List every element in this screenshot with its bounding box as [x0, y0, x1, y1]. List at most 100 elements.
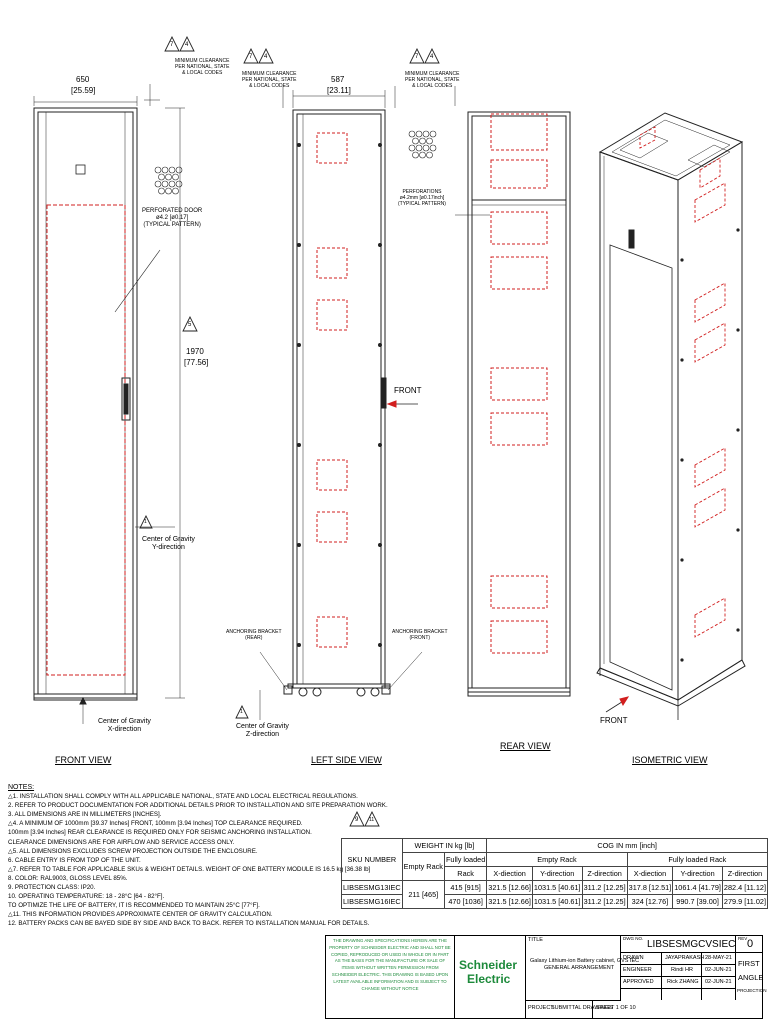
marker-4: 4	[430, 54, 434, 60]
marker-7: 7	[415, 54, 419, 60]
note-line: 6. CABLE ENTRY IS FROM TOP OF THE UNIT.	[8, 856, 141, 864]
cog-y-label: Center of Gravity Y-direction	[142, 536, 195, 552]
dwg-label: DWG NO.	[623, 936, 644, 941]
side-depth-mm: 587	[331, 75, 345, 84]
title-block: THE DRAWING AND SPECIFICATIONS HEREIN AR…	[325, 935, 767, 1019]
th-ez: Z-direction	[581, 866, 628, 881]
title-line-1: Galaxy Lithium-ion Battery cabinet, GVS …	[530, 958, 640, 964]
table-marker-11: 11	[369, 817, 375, 823]
engineer-value: Rindi HR	[671, 967, 694, 973]
th-cog: COG IN mm [inch]	[486, 838, 768, 853]
approved-label: APPROVED	[623, 979, 654, 985]
marker-7: 7	[249, 54, 253, 60]
th-fx: X-diection	[626, 866, 674, 881]
front-perforation-pattern	[154, 166, 183, 195]
th-empty-rack: Empty Rack	[486, 852, 628, 867]
th-full-1: Fully loaded	[443, 852, 488, 867]
front-view	[33, 84, 185, 724]
th-fz: Z-direction	[721, 866, 768, 881]
drawn-value: JAYAPRAKASH	[665, 955, 705, 961]
note-line: △5. ALL DIMENSIONS EXCLUDES SCREW PROJEC…	[8, 847, 258, 855]
cog-z-label: Center of Gravity Z-direction	[236, 723, 289, 739]
bracket-rear-label: ANCHORING BRACKET (REAR)	[226, 629, 282, 641]
drawn-label: DRAWN	[623, 955, 644, 961]
angle-line-3: PROJECTION	[737, 988, 767, 993]
door-note: PERFORATED DOOR ø4.2 [ø0.17] (TYPICAL PA…	[142, 208, 203, 228]
note-line: 2. REFER TO PRODUCT DOCUMENTATION FOR AD…	[8, 802, 388, 810]
front-door-panel-outline	[46, 204, 126, 676]
marker-4: 4	[264, 54, 268, 60]
front-view-title: FRONT VIEW	[55, 755, 112, 765]
iso-vents	[639, 126, 726, 638]
front-height-in: [77.56]	[184, 358, 209, 367]
marker-11: 1	[144, 519, 147, 525]
rear-clearance-note: MINIMUM CLEARANCE PER NATIONAL, STATE & …	[405, 71, 460, 89]
side-depth-in: [23.11]	[327, 86, 351, 95]
engineer-label: ENGINEER	[623, 967, 652, 973]
title-line-2: GENERAL ARRANGEMENT	[544, 965, 615, 971]
rear-perforation-note: PERFORATIONS ø4.2mm [ø0.17inch] (TYPICAL…	[398, 189, 446, 207]
schneider-logo: Schneider Electric	[455, 936, 526, 1018]
front-height-mm: 1970	[186, 347, 204, 356]
cog-x-label: Center of Gravity X-direction	[98, 718, 151, 734]
notes-title: NOTES:	[8, 784, 35, 791]
th-weight: WEIGHT IN kg [lb]	[401, 838, 488, 853]
note-line: 10. OPERATING TEMPERATURE: 18 - 28°C [64…	[8, 893, 165, 901]
note-line: △1. INSTALLATION SHALL COMPLY WITH ALL A…	[8, 793, 358, 801]
note-line: TO OPTIMIZE THE LIFE OF BATTERY, IT IS R…	[8, 902, 260, 910]
marker-5: 5	[188, 322, 192, 328]
note-line: CLEARANCE DIMENSIONS ARE FOR AIRFLOW AND…	[8, 838, 235, 846]
sku-table: SKU NUMBER WEIGHT IN kg [lb] COG IN mm […	[341, 838, 768, 909]
marker-triangles	[139, 35, 440, 827]
rev-number: 0	[747, 938, 754, 950]
isometric-view	[596, 112, 746, 720]
project-value: SUBMITTAL DRAWINGS	[551, 1005, 613, 1011]
front-door-handle	[121, 377, 131, 421]
rev-label: REV	[738, 936, 748, 941]
table-row: LIBSESMG16IEC 470 [1036] 321.5 [12.66] 1…	[341, 894, 768, 909]
dwg-number: LIBSESMGCVSIEC	[647, 939, 736, 950]
th-fy: Y-direction	[672, 866, 723, 881]
angle-line-1: FIRST	[738, 959, 760, 968]
th-sku: SKU NUMBER	[341, 838, 403, 881]
th-ey: Y-direction	[531, 866, 583, 881]
marker-7: 7	[170, 42, 174, 48]
angle-line-2: ANGLE	[738, 973, 764, 982]
rear-perforation-pattern	[408, 130, 437, 159]
note-line: △4. A MINIMUM OF 1000mm [39.37 Inches] F…	[8, 820, 303, 828]
drawn-date: 28-MAY-21	[705, 955, 732, 961]
marker-4: 4	[185, 42, 189, 48]
sheet-value: SHEET 1 OF 10	[596, 1005, 636, 1011]
rear-view	[408, 86, 571, 697]
note-line: △7. REFER TO TABLE FOR APPLICABLE SKUs &…	[8, 865, 371, 873]
front-clearance-note: MINIMUM CLEARANCE PER NATIONAL, STATE & …	[175, 58, 230, 76]
iso-front-label: FRONT	[600, 716, 628, 725]
side-view-title: LEFT SIDE VIEW	[311, 755, 382, 765]
marker-11: 1	[240, 709, 243, 715]
front-width-in: [25.59]	[71, 86, 96, 95]
note-line: 12. BATTERY PACKS CAN BE BAYED SIDE BY S…	[8, 920, 370, 928]
note-line: 100mm [3.94 Inches] REAR CLEARANCE IS RE…	[8, 829, 312, 837]
bracket-front-label: ANCHORING BRACKET (FRONT)	[392, 629, 448, 641]
side-front-label: FRONT	[394, 386, 422, 395]
th-ex: X-diection	[486, 866, 533, 881]
front-width-mm: 650	[76, 75, 90, 84]
approved-date: 02-JUN-21	[705, 979, 732, 985]
engineer-date: 02-JUN-21	[705, 967, 732, 973]
th-full-rack: Fully loaded Rack	[626, 852, 768, 867]
iso-view-title: ISOMETRIC VIEW	[632, 755, 708, 765]
th-full-2: Rack	[443, 866, 488, 881]
table-row: LIBSESMG13IEC 211 [465] 415 [915] 321.5 …	[341, 880, 768, 909]
rear-vents	[490, 113, 548, 654]
approved-value: Rick ZHANG	[667, 979, 699, 985]
disclaimer-text: THE DRAWING AND SPECIFICATIONS HEREIN AR…	[329, 938, 451, 991]
project-label: PROJECT:	[528, 1005, 555, 1011]
th-empty: Empty Rack	[401, 852, 445, 881]
rear-view-title: REAR VIEW	[500, 741, 551, 751]
notes-block: NOTES: △1. INSTALLATION SHALL COMPLY WIT…	[8, 783, 388, 929]
note-line: 3. ALL DIMENSIONS ARE IN MILLIMETERS [IN…	[8, 811, 162, 819]
side-vents	[316, 132, 348, 648]
note-line: △11. THIS INFORMATION PROVIDES APPROXIMA…	[8, 911, 273, 919]
left-side-view	[259, 86, 423, 720]
